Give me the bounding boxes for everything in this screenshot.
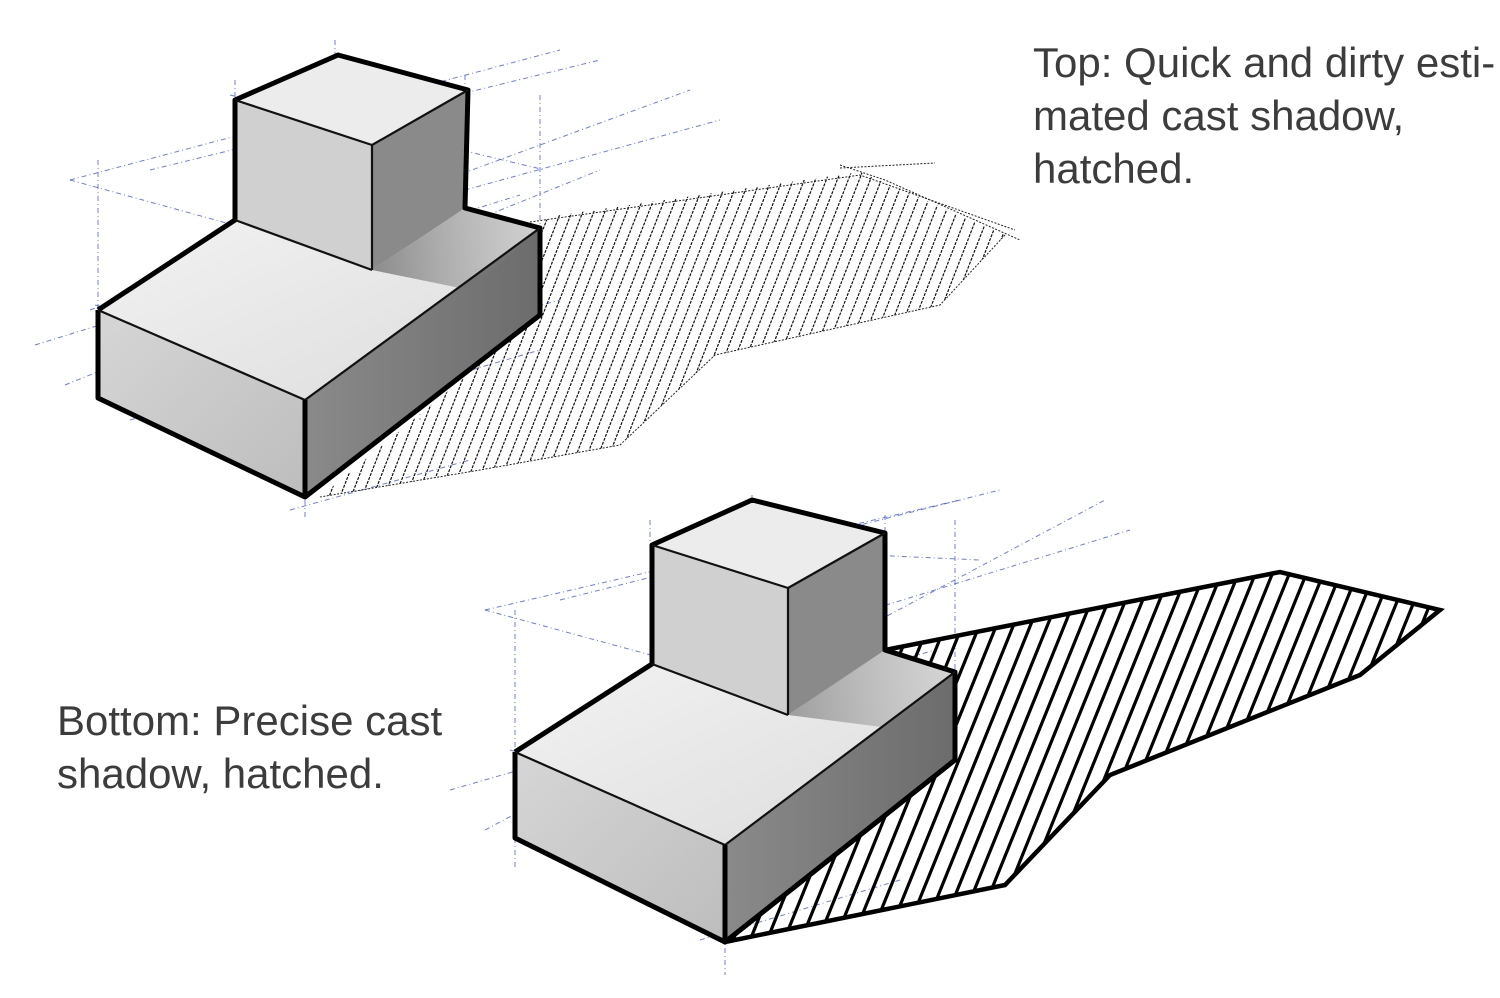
hatch-line bbox=[792, 172, 934, 497]
hatch-line bbox=[660, 172, 802, 497]
hatch-line bbox=[913, 172, 1005, 497]
bottom-figure bbox=[449, 489, 1445, 975]
hatch-line bbox=[825, 172, 967, 497]
caption-bottom-line-1: Bottom: Precise cast bbox=[57, 697, 443, 744]
top-base-box bbox=[98, 208, 540, 497]
hatch-line bbox=[715, 172, 857, 497]
hatch-line bbox=[594, 172, 736, 497]
hatch-line bbox=[517, 172, 659, 497]
caption-bottom: Bottom: Precise cast shadow, hatched. bbox=[57, 694, 477, 800]
hatch-line bbox=[748, 172, 890, 497]
hatch-line bbox=[473, 172, 615, 497]
hatch-line bbox=[550, 172, 692, 497]
hatch-line bbox=[814, 172, 956, 497]
hatch-line bbox=[605, 172, 747, 497]
hatch-line bbox=[638, 172, 780, 497]
hatch-line bbox=[880, 172, 1005, 497]
hatch-line bbox=[506, 172, 648, 497]
hatch-line bbox=[803, 172, 945, 497]
caption-top: Top: Quick and dirty esti- mated cast sh… bbox=[1033, 36, 1496, 195]
hatch-line bbox=[451, 172, 593, 497]
hatch-line bbox=[671, 172, 813, 497]
hatch-line bbox=[539, 172, 681, 497]
hatch-line bbox=[649, 172, 791, 497]
hatch-line bbox=[627, 172, 769, 497]
hatch-line bbox=[961, 572, 1135, 942]
hatch-line bbox=[770, 172, 912, 497]
hatch-line bbox=[847, 172, 989, 497]
hatch-line bbox=[440, 172, 582, 497]
hatch-line bbox=[836, 172, 978, 497]
hatch-line bbox=[572, 172, 714, 497]
hatch-line bbox=[759, 172, 901, 497]
top-figure bbox=[34, 40, 1021, 520]
hatch-line bbox=[429, 172, 571, 497]
hatch-line bbox=[902, 172, 1005, 497]
hatch-line bbox=[704, 172, 846, 497]
hatch-line bbox=[484, 172, 626, 497]
hatch-line bbox=[616, 172, 758, 497]
hatch-line bbox=[1063, 572, 1237, 942]
caption-top-line-1: Top: Quick and dirty esti- bbox=[1033, 39, 1496, 86]
hatch-line bbox=[726, 172, 868, 497]
hatch-line bbox=[528, 172, 670, 497]
bottom-outline bbox=[512, 497, 958, 945]
hatch-line bbox=[944, 572, 1118, 942]
caption-bottom-line-2: shadow, hatched. bbox=[57, 750, 384, 797]
hatch-line bbox=[495, 172, 637, 497]
hatch-line bbox=[891, 172, 1005, 497]
hatch-line bbox=[1012, 572, 1186, 942]
caption-top-line-2: mated cast shadow, bbox=[1033, 92, 1405, 139]
caption-top-line-3: hatched. bbox=[1033, 145, 1195, 192]
hatch-line bbox=[737, 172, 879, 497]
hatch-line bbox=[781, 172, 923, 497]
hatch-line bbox=[995, 572, 1169, 942]
bottom-base-box bbox=[515, 650, 955, 942]
bottom-cube bbox=[652, 500, 885, 715]
hatch-line bbox=[682, 172, 824, 497]
hatch-line bbox=[858, 172, 1000, 497]
hatch-line bbox=[462, 172, 604, 497]
hatch-line bbox=[869, 172, 1005, 497]
hatch-line bbox=[583, 172, 725, 497]
hatch-line bbox=[693, 172, 835, 497]
top-outline bbox=[95, 52, 543, 500]
